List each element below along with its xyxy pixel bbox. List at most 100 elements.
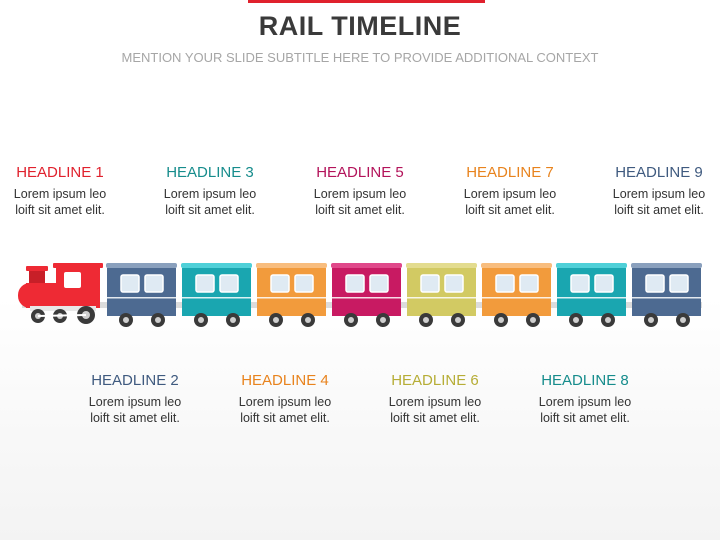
milestone-5: HEADLINE 5 Lorem ipsum leo loift sit ame… <box>285 164 435 218</box>
milestone-headline: HEADLINE 7 <box>466 164 554 181</box>
milestone-text-line-1: Lorem ipsum leo <box>88 395 182 409</box>
car-window <box>345 274 365 293</box>
train-cars <box>106 263 702 327</box>
milestone-text-line-2: loift sit amet elit. <box>315 203 405 217</box>
car-window <box>594 274 614 293</box>
milestone-text-line-1: Lorem ipsum leo <box>163 187 257 201</box>
milestone-headline: HEADLINE 6 <box>391 372 479 389</box>
train-car-8 <box>631 263 702 327</box>
milestone-headline: HEADLINE 8 <box>541 372 629 389</box>
milestone-6: HEADLINE 6 Lorem ipsum leo loift sit ame… <box>360 372 510 426</box>
car-body <box>182 268 251 316</box>
milestone-headline: HEADLINE 3 <box>166 164 254 181</box>
milestone-4: HEADLINE 4 Lorem ipsum leo loift sit ame… <box>210 372 360 426</box>
locomotive-coupling-rod <box>37 314 87 317</box>
milestone-text-line-1: Lorem ipsum leo <box>13 187 107 201</box>
car-window <box>645 274 665 293</box>
car-roof <box>556 263 627 268</box>
car-stripe <box>632 297 701 299</box>
car-stripe <box>482 297 551 299</box>
car-window <box>219 274 239 293</box>
train-car-1 <box>106 263 177 327</box>
car-wheel-hub <box>198 317 204 323</box>
car-roof <box>406 263 477 268</box>
milestone-text-line-1: Lorem ipsum leo <box>313 187 407 201</box>
car-wheel-hub <box>423 317 429 323</box>
milestone-text-line-1: Lorem ipsum leo <box>538 395 632 409</box>
car-wheel-hub <box>530 317 536 323</box>
locomotive <box>18 263 103 324</box>
slide-title: RAIL TIMELINE <box>258 11 462 41</box>
car-window <box>519 274 539 293</box>
car-window <box>144 274 164 293</box>
car-roof <box>256 263 327 268</box>
milestone-9: HEADLINE 9 Lorem ipsum leo loift sit ame… <box>584 164 720 218</box>
car-roof <box>106 263 177 268</box>
top-accent-bar <box>248 0 485 3</box>
car-window <box>270 274 290 293</box>
car-stripe <box>182 297 251 299</box>
milestone-3: HEADLINE 3 Lorem ipsum leo loift sit ame… <box>135 164 285 218</box>
car-wheel-hub <box>380 317 386 323</box>
car-wheel-hub <box>680 317 686 323</box>
slide-subtitle: MENTION YOUR SLIDE SUBTITLE HERE TO PROV… <box>121 50 599 65</box>
train-car-6 <box>481 263 552 327</box>
locomotive-window <box>64 272 81 288</box>
milestone-text-line-1: Lorem ipsum leo <box>238 395 332 409</box>
car-window <box>294 274 314 293</box>
train-car-5 <box>406 263 477 327</box>
milestone-headline: HEADLINE 9 <box>615 164 703 181</box>
car-stripe <box>107 297 176 299</box>
milestone-text-line-2: loift sit amet elit. <box>165 203 255 217</box>
car-wheel-hub <box>230 317 236 323</box>
car-body <box>632 268 701 316</box>
car-stripe <box>557 297 626 299</box>
milestone-text-line-2: loift sit amet elit. <box>614 203 704 217</box>
milestone-text-line-2: loift sit amet elit. <box>15 203 105 217</box>
locomotive-chassis <box>30 306 96 311</box>
car-stripe <box>407 297 476 299</box>
car-body <box>482 268 551 316</box>
car-roof <box>181 263 252 268</box>
car-roof <box>331 263 402 268</box>
car-body <box>407 268 476 316</box>
train-car-4 <box>331 263 402 327</box>
car-roof <box>631 263 702 268</box>
car-window <box>369 274 389 293</box>
milestone-text-line-2: loift sit amet elit. <box>465 203 555 217</box>
car-stripe <box>257 297 326 299</box>
car-stripe <box>332 297 401 299</box>
car-wheel-hub <box>273 317 279 323</box>
car-body <box>557 268 626 316</box>
car-body <box>332 268 401 316</box>
car-window <box>195 274 215 293</box>
milestone-headline: HEADLINE 2 <box>91 372 179 389</box>
car-wheel-hub <box>455 317 461 323</box>
car-wheel-hub <box>498 317 504 323</box>
car-wheel-hub <box>348 317 354 323</box>
car-wheel-hub <box>155 317 161 323</box>
milestone-2: HEADLINE 2 Lorem ipsum leo loift sit ame… <box>60 372 210 426</box>
car-window <box>495 274 515 293</box>
car-wheel-hub <box>605 317 611 323</box>
car-window <box>420 274 440 293</box>
milestone-text-line-1: Lorem ipsum leo <box>612 187 706 201</box>
locomotive-chimney-top <box>26 266 48 271</box>
milestone-headline: HEADLINE 5 <box>316 164 404 181</box>
milestone-text-line-2: loift sit amet elit. <box>240 411 330 425</box>
car-body <box>257 268 326 316</box>
car-wheel-hub <box>305 317 311 323</box>
car-wheel-hub <box>123 317 129 323</box>
milestone-text-line-1: Lorem ipsum leo <box>463 187 557 201</box>
car-wheel-hub <box>648 317 654 323</box>
car-window <box>669 274 689 293</box>
locomotive-cab-roof <box>53 263 103 268</box>
milestone-text-line-2: loift sit amet elit. <box>540 411 630 425</box>
milestone-text-line-1: Lorem ipsum leo <box>388 395 482 409</box>
car-wheel-hub <box>573 317 579 323</box>
milestone-8: HEADLINE 8 Lorem ipsum leo loift sit ame… <box>510 372 660 426</box>
locomotive-chimney <box>29 271 45 285</box>
milestone-1: HEADLINE 1 Lorem ipsum leo loift sit ame… <box>0 164 135 218</box>
car-window <box>120 274 140 293</box>
